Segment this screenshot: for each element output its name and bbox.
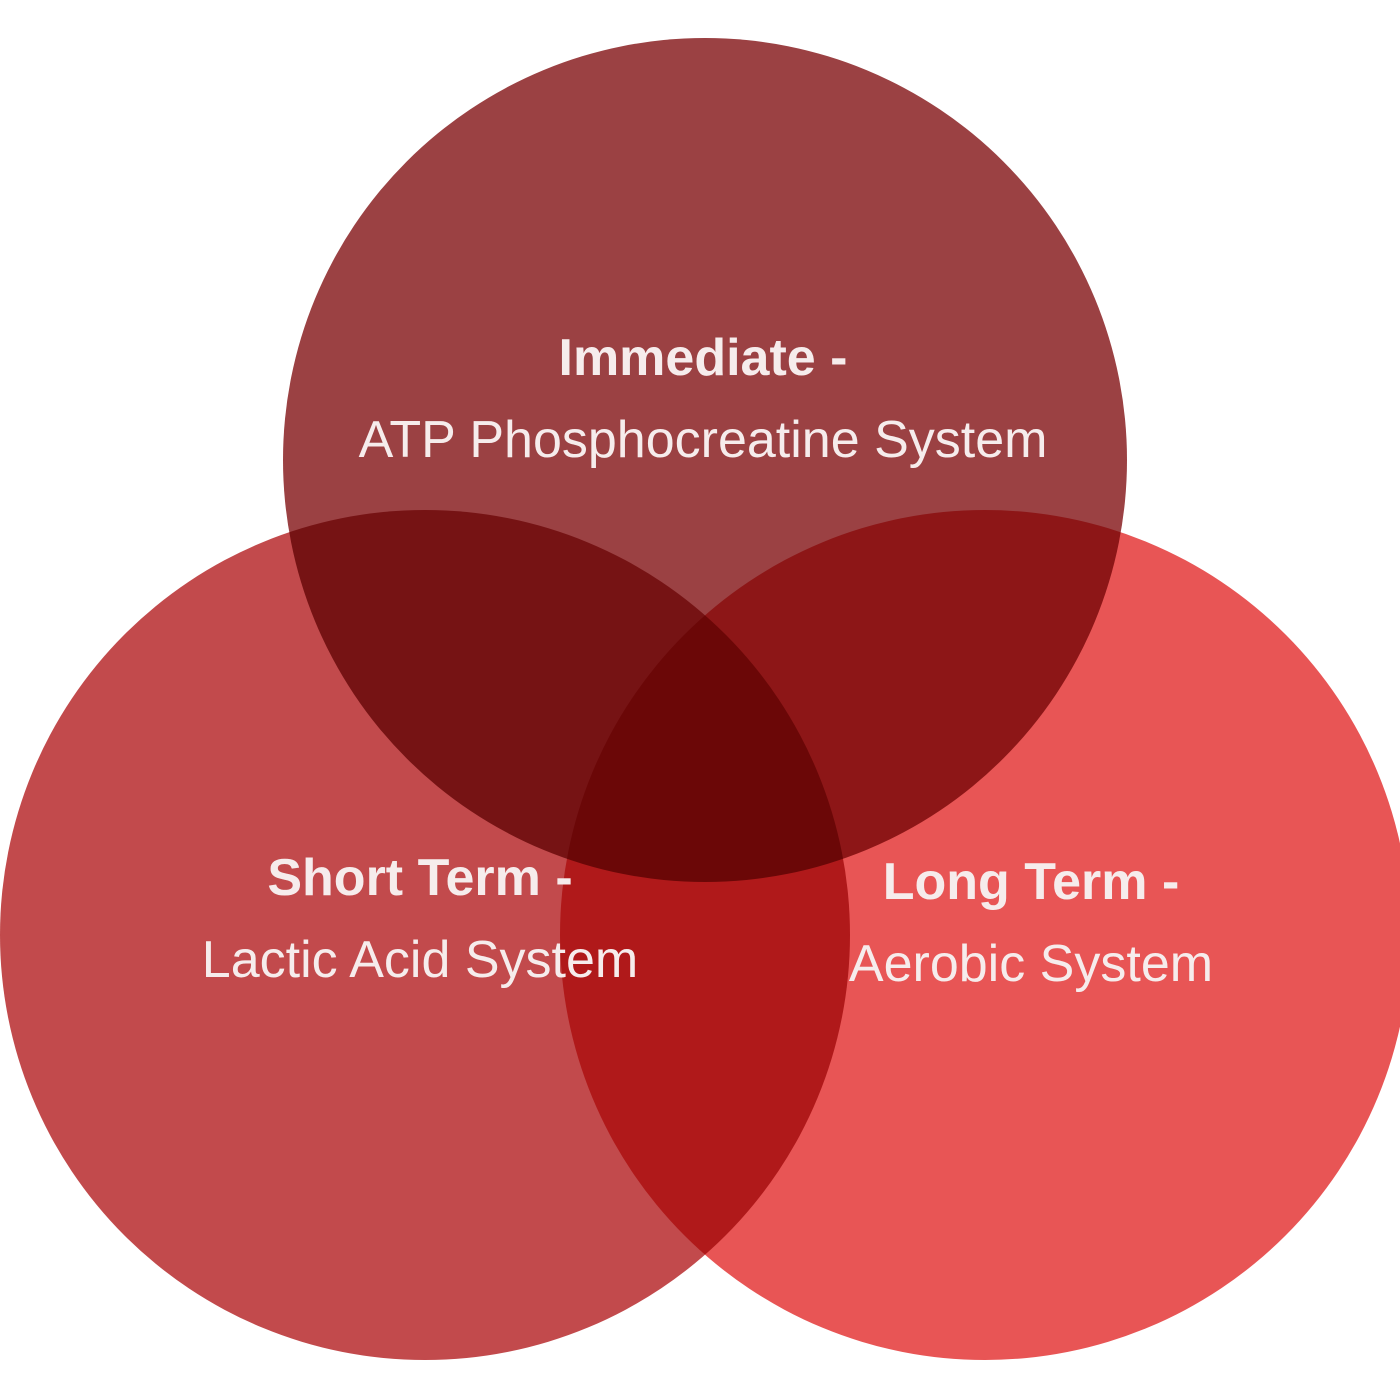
labels-group: Immediate - ATP Phosphocreatine System S… <box>202 329 1213 993</box>
circles-group <box>0 38 1400 1360</box>
circle-immediate <box>283 38 1127 882</box>
immediate-title: Immediate - <box>559 329 848 387</box>
short-term-title: Short Term - <box>267 849 572 907</box>
immediate-subtitle: ATP Phosphocreatine System <box>359 411 1048 469</box>
long-term-subtitle: Aerobic System <box>849 935 1213 993</box>
long-term-title: Long Term - <box>883 853 1180 911</box>
short-term-subtitle: Lactic Acid System <box>202 931 638 989</box>
